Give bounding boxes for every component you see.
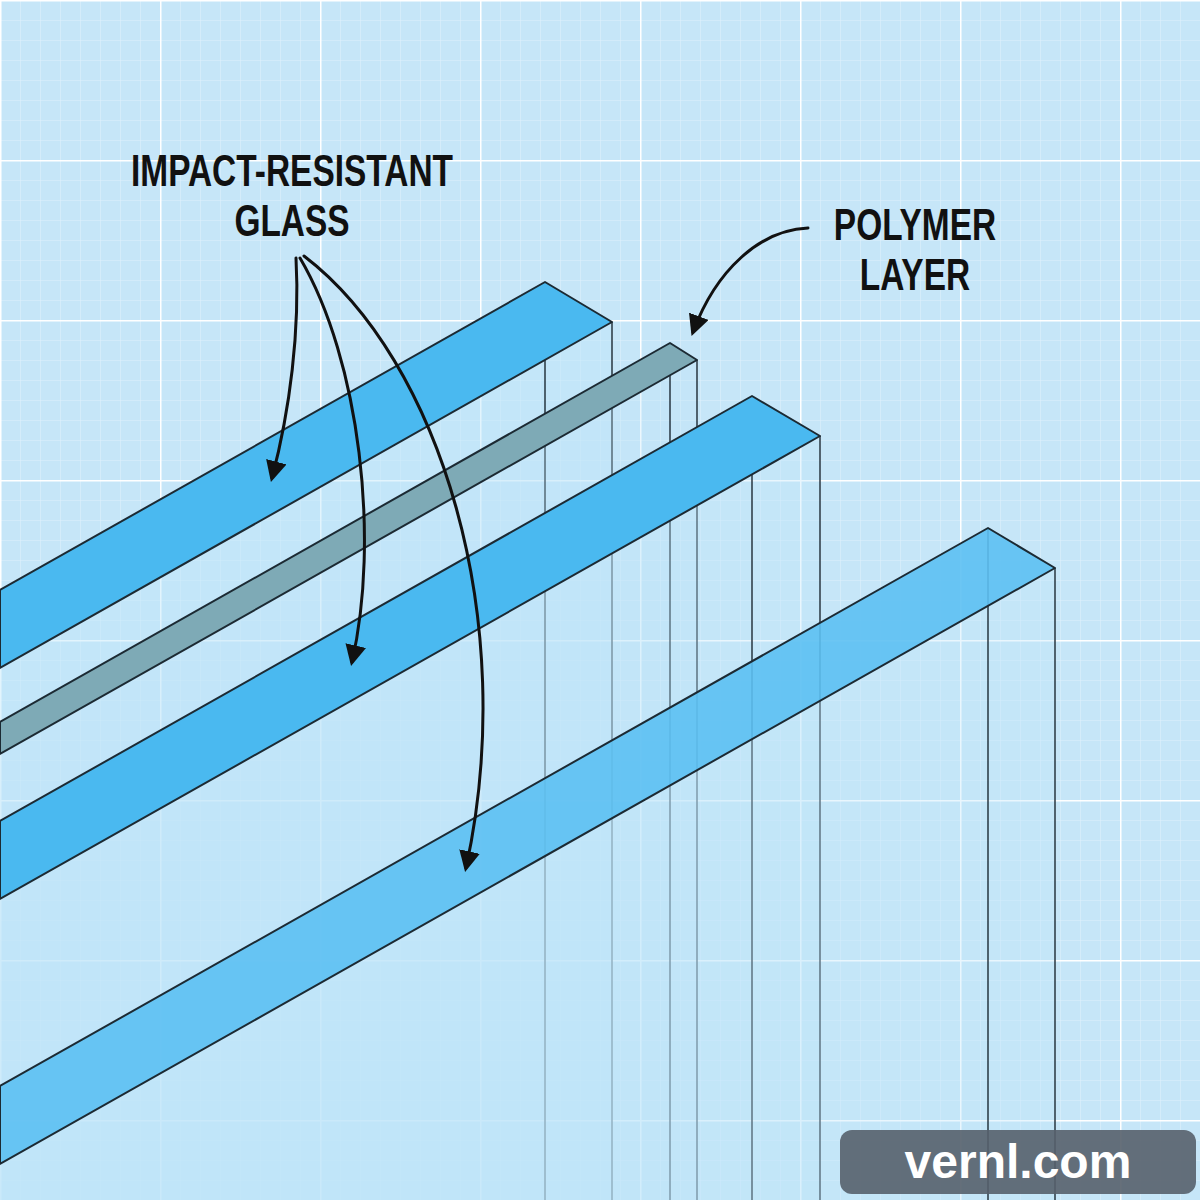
watermark-badge bbox=[840, 1130, 1196, 1194]
watermark: vernl.com bbox=[840, 1130, 1196, 1194]
glass-pane bbox=[0, 528, 1055, 1200]
leader-arrow bbox=[272, 258, 297, 478]
leader-arrow bbox=[300, 258, 364, 662]
part-label: POLYMER LAYER bbox=[801, 200, 1029, 300]
part-label: IMPACT-RESISTANT GLASS bbox=[94, 146, 489, 246]
leader-arrow bbox=[693, 228, 808, 332]
leader-arrow bbox=[304, 256, 483, 868]
